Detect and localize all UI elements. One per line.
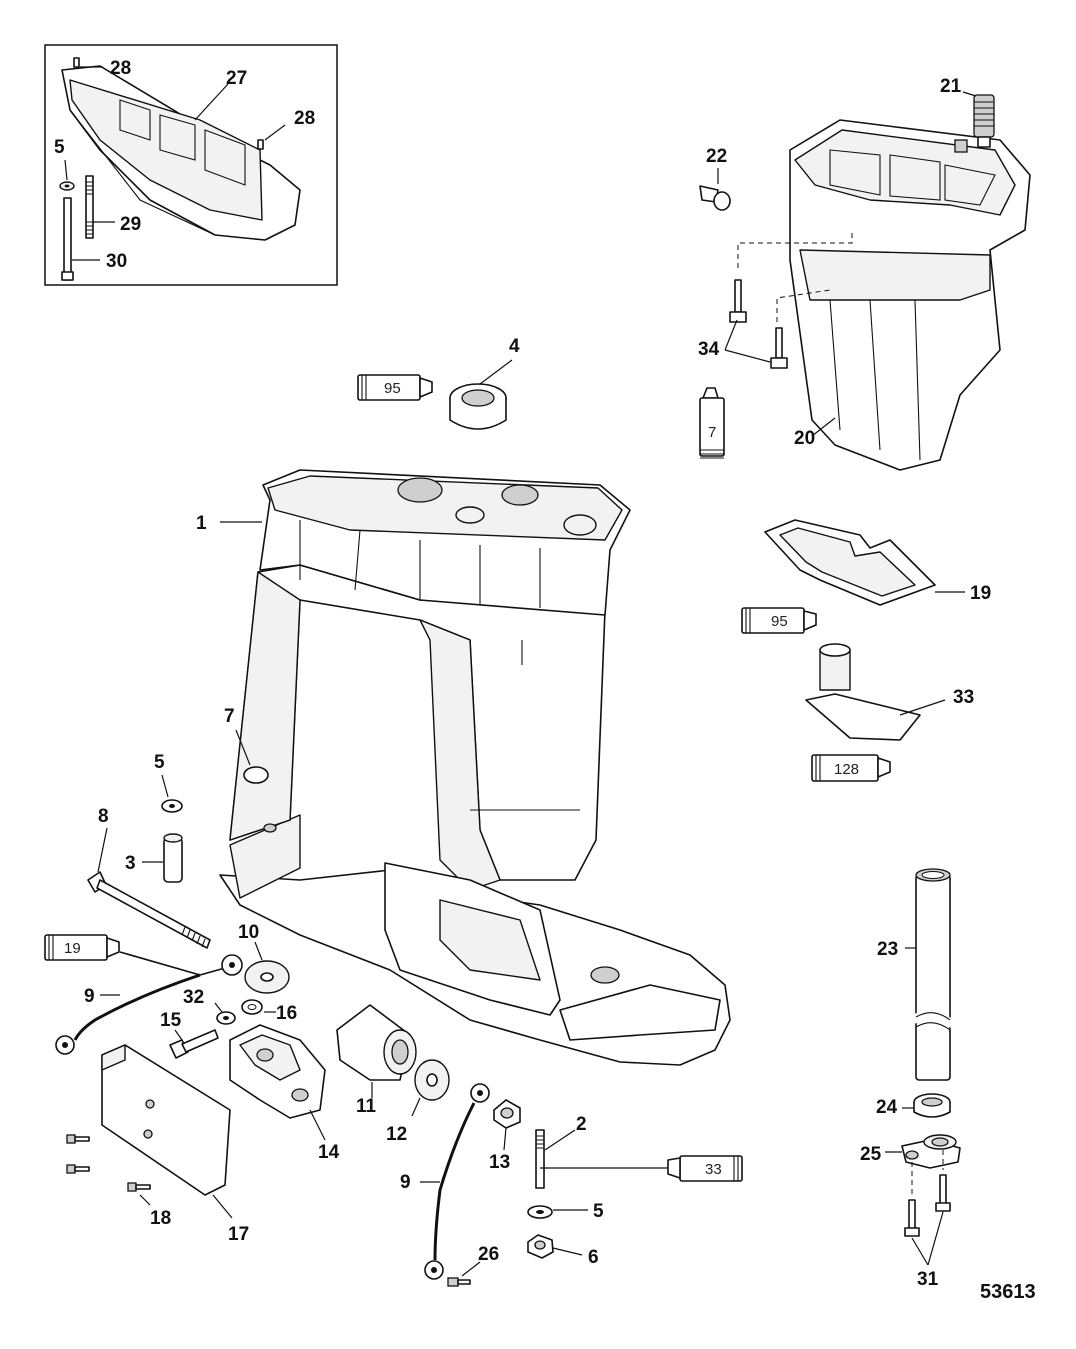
part-33-group: 128 33: [805, 643, 974, 782]
label-20: 20: [794, 428, 815, 449]
label-1: 1: [196, 513, 207, 534]
label-30: 30: [106, 251, 127, 272]
label-28-a: 28: [110, 58, 131, 79]
label-13: 13: [489, 1152, 510, 1173]
label-9-b: 9: [400, 1172, 411, 1193]
label-19: 19: [970, 583, 991, 604]
part-9-b-group: 9: [400, 1083, 490, 1280]
label-4: 4: [509, 336, 520, 357]
part-10-group: 10: [238, 922, 290, 994]
tube-19-group: 19: [44, 934, 120, 961]
label-10: 10: [238, 922, 259, 943]
label-9-a: 9: [84, 986, 95, 1007]
part-34-group: 34 7: [698, 279, 788, 459]
part-17-18-group: 17 18: [66, 1044, 249, 1245]
label-22: 22: [706, 146, 727, 167]
label-28-b: 28: [294, 108, 315, 129]
label-24: 24: [876, 1097, 898, 1118]
label-7: 7: [224, 706, 235, 727]
label-23: 23: [877, 939, 898, 960]
label-14: 14: [318, 1142, 340, 1163]
part-9-a-group: 9: [55, 951, 243, 1055]
tube-7: 7: [708, 424, 716, 441]
tube-33: 33: [705, 1161, 722, 1178]
label-21: 21: [940, 76, 962, 97]
tube-19: 19: [64, 940, 81, 957]
label-33: 33: [953, 687, 974, 708]
label-27: 27: [226, 68, 247, 89]
label-31: 31: [917, 1269, 939, 1290]
label-29: 29: [120, 214, 141, 235]
part-3-5-group: 5 3: [125, 752, 183, 883]
label-34: 34: [698, 339, 720, 360]
label-5-c: 5: [593, 1201, 604, 1222]
label-3: 3: [125, 853, 136, 874]
part-8-group: 8: [87, 806, 211, 949]
part-4-group: 95 4: [357, 336, 520, 430]
part-13-group: 13: [489, 1099, 521, 1173]
part-32-16-group: 32 16: [183, 987, 297, 1025]
label-25: 25: [860, 1144, 882, 1165]
part-21-group: 21: [940, 76, 995, 148]
part-20-group: 20: [737, 119, 1031, 471]
label-11: 11: [356, 1096, 377, 1117]
driveshaft-housing: 1: [196, 469, 731, 1066]
part-7-group: 7: [224, 706, 269, 784]
part-22-group: 22: [699, 146, 731, 211]
label-12: 12: [386, 1124, 407, 1145]
part-19-group: 95 19: [741, 519, 991, 634]
tube-95-a: 95: [384, 380, 401, 397]
part-11-12-group: 11 12: [336, 1004, 450, 1145]
label-5-b: 5: [154, 752, 165, 773]
part-14-group: 14: [229, 1024, 340, 1163]
drawing-number: 53613: [980, 1281, 1036, 1303]
label-16: 16: [276, 1003, 297, 1024]
part-23-31-group: 23 24 25 31: [860, 868, 961, 1290]
tube-128: 128: [834, 761, 859, 778]
label-26: 26: [478, 1244, 499, 1265]
label-5-a: 5: [54, 137, 65, 158]
part-15-group: 15: [160, 1010, 219, 1059]
label-2: 2: [576, 1114, 587, 1135]
label-15: 15: [160, 1010, 182, 1031]
label-6: 6: [588, 1247, 599, 1268]
tube-95-b: 95: [771, 613, 788, 630]
part-26-group: 26: [447, 1244, 499, 1287]
label-17: 17: [228, 1224, 249, 1245]
label-8: 8: [98, 806, 109, 827]
label-32: 32: [183, 987, 204, 1008]
part-2-5-6-group: 2 33 5 6: [527, 1114, 743, 1268]
label-18: 18: [150, 1208, 171, 1229]
inset-panel: 28 27 28 5 29 30: [44, 44, 338, 286]
